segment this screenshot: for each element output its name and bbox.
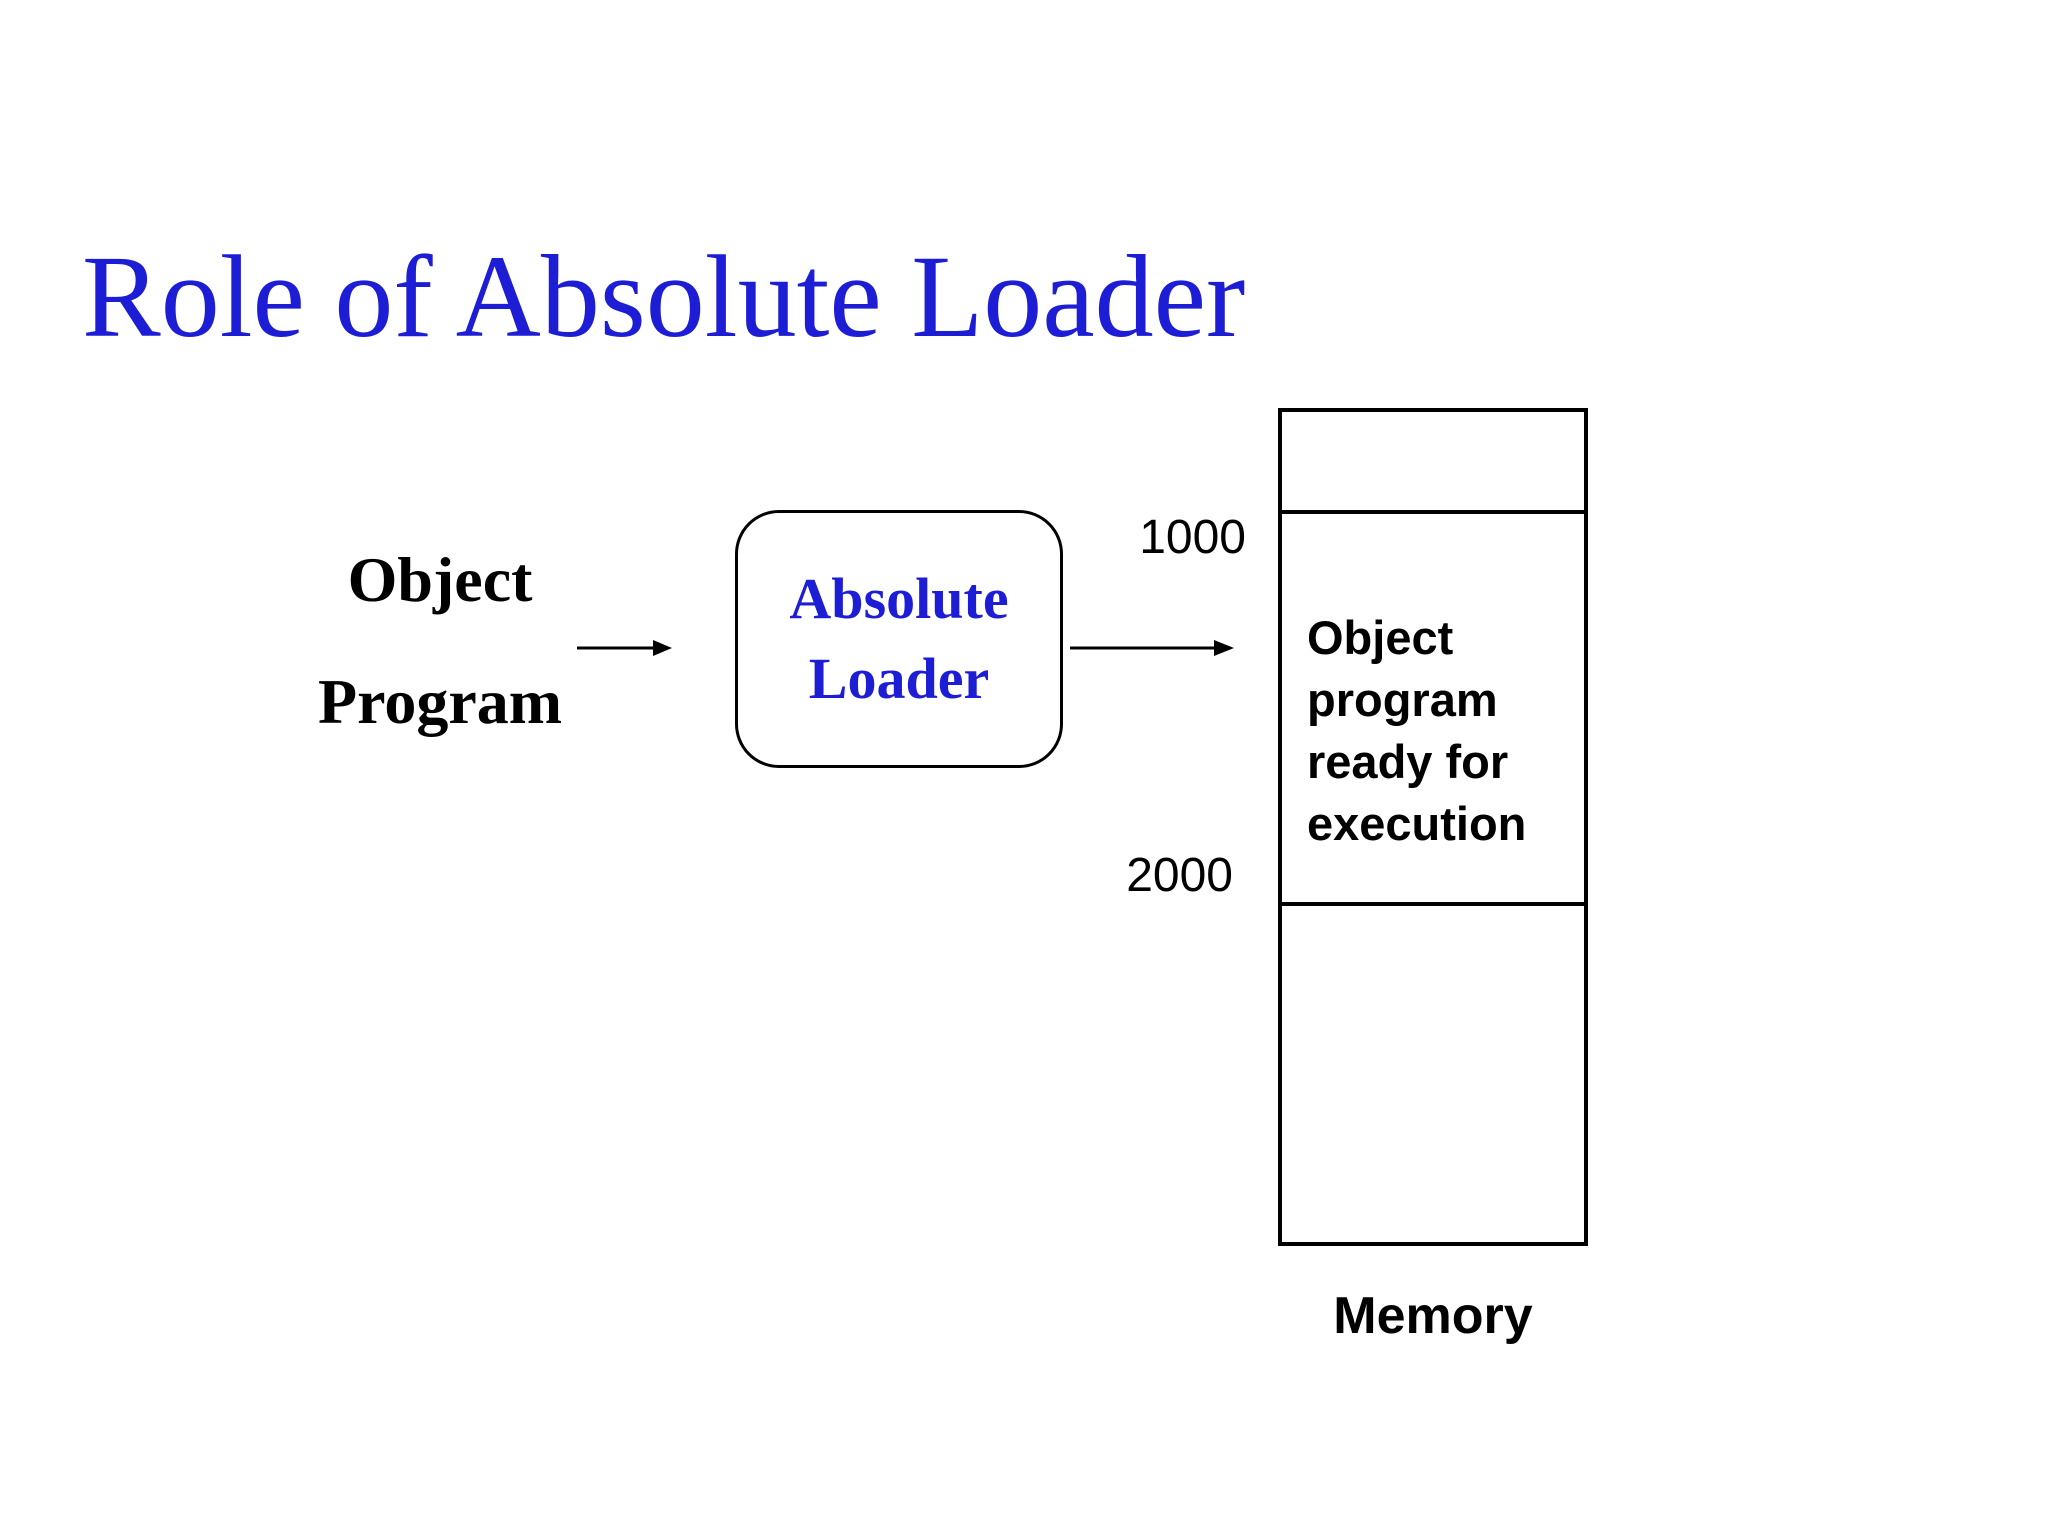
object-program-label-line2: Program [317,666,563,737]
right-arrow-icon [577,640,672,656]
address-label-1000: 1000 [1139,511,1246,564]
memory-divider-2000 [1282,902,1584,906]
memory-caption: Memory [1333,1287,1533,1345]
loader-box-label-line1: Absolute [789,566,1009,631]
memory-content-line1: Object [1307,611,1454,664]
memory-content-line2: program [1307,673,1498,726]
object-program-label-line1: Object [347,544,533,615]
memory-divider-1000 [1282,510,1584,514]
memory-content-label: Object program ready for execution [1307,607,1526,855]
memory-box: Object program ready for execution [1278,408,1588,1246]
memory-content-line3: ready for [1307,735,1509,788]
address-label-2000: 2000 [1126,849,1233,902]
absolute-loader-box: Absolute Loader [735,510,1063,768]
page-title: Role of Absolute Loader [82,231,1246,362]
loader-box-label-line2: Loader [808,646,990,711]
memory-content-line4: execution [1307,797,1527,850]
right-arrow-icon [1070,640,1234,656]
